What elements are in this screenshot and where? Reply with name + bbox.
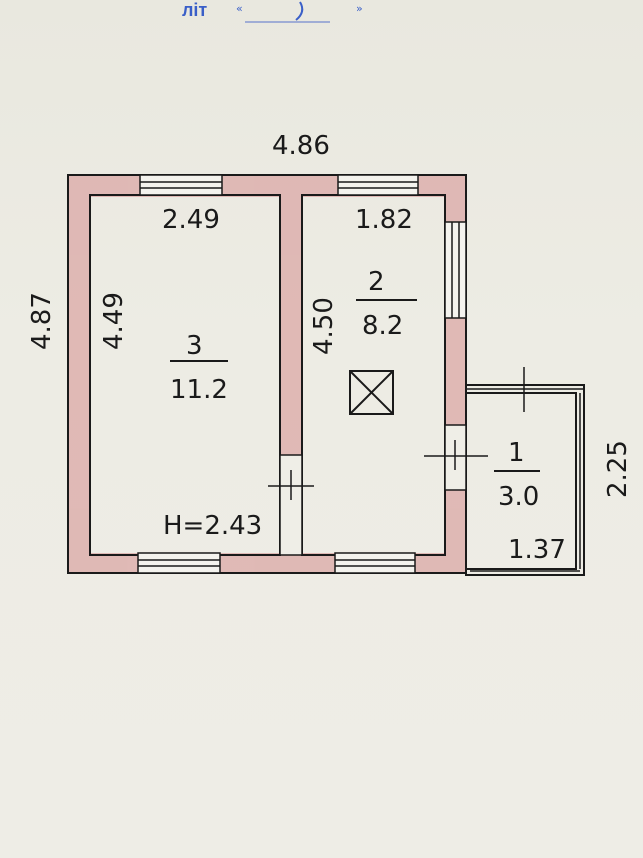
stamp-text: літ (182, 0, 208, 20)
door-annex (424, 367, 525, 491)
room3-width-label: 2.49 (162, 205, 220, 235)
room1-length-label: 2.25 (603, 440, 633, 498)
overall-height-label: 4.87 (27, 292, 57, 350)
room2-area: 8.2 (362, 311, 403, 341)
room3-area: 11.2 (170, 375, 228, 405)
window-bottom-left (137, 552, 221, 574)
window-annex (466, 388, 584, 572)
window-bottom-right (334, 552, 416, 574)
room1-number: 1 (508, 438, 525, 468)
window-top-left (139, 174, 223, 196)
svg-text:«: « (236, 2, 243, 15)
room3-length-label: 4.49 (99, 292, 129, 350)
stove-symbol (349, 370, 394, 415)
svg-text:»: » (356, 2, 363, 15)
room2-width-label: 1.82 (355, 205, 413, 235)
window-top-right (337, 174, 419, 196)
room1-width-label: 1.37 (508, 535, 566, 565)
door-internal (268, 454, 314, 556)
window-right (444, 221, 467, 319)
room2-length-label: 4.50 (309, 297, 339, 355)
room3-number: 3 (186, 331, 203, 361)
overall-width-label: 4.86 (272, 131, 330, 161)
room2-number: 2 (368, 267, 385, 297)
room1-area: 3.0 (498, 482, 539, 512)
outer-walls (67, 174, 585, 576)
ceiling-height-label: H=2.43 (163, 511, 262, 541)
